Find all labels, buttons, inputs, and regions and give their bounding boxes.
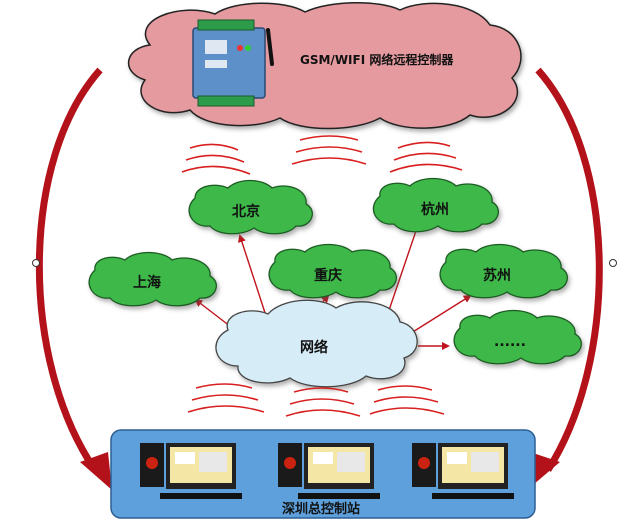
- connection-arrows: [194, 223, 472, 350]
- city-label-hangzhou: 杭州: [421, 201, 449, 218]
- city-cloud-hangzhou: [372, 177, 499, 233]
- network-cloud: [215, 299, 418, 388]
- city-cloud-beijing: [188, 179, 313, 235]
- signal-waves-bottom: [187, 383, 445, 417]
- computer-icon-3: [412, 443, 514, 499]
- city-cloud-suzhou: [439, 243, 568, 299]
- network-label: 网络: [300, 339, 328, 356]
- city-label-beijing: 北京: [232, 203, 260, 220]
- signal-waves-top: [181, 135, 463, 175]
- computer-icon-2: [278, 443, 380, 499]
- city-label-chongqing: 重庆: [314, 267, 342, 284]
- city-cloud-more: [453, 309, 582, 365]
- controller-device-icon: [192, 19, 274, 107]
- city-cloud-chongqing: [268, 243, 397, 299]
- control-station-label: 深圳总控制站: [282, 501, 360, 517]
- city-label-more: ......: [494, 334, 526, 350]
- city-cloud-shanghai: [88, 251, 217, 307]
- city-label-shanghai: 上海: [133, 274, 161, 291]
- right-marker-dot: [609, 259, 617, 267]
- top-cloud-label: GSM/WIFI 网络远程控制器: [300, 52, 454, 67]
- computer-icon-1: [140, 443, 242, 499]
- left-marker-dot: [32, 259, 40, 267]
- city-label-suzhou: 苏州: [483, 267, 511, 284]
